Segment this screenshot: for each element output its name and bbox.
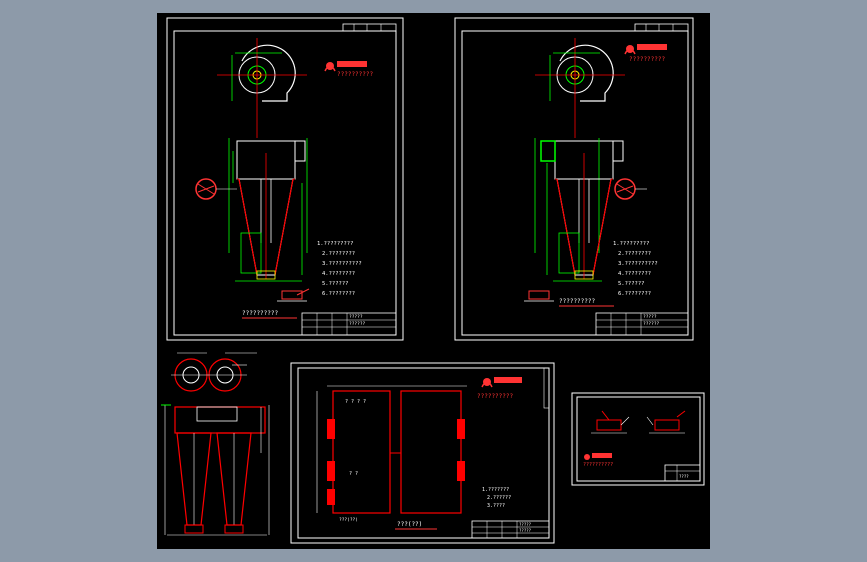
cyclone-elevation — [228, 138, 308, 282]
detail-view-right — [646, 410, 686, 434]
svg-text:6.????????: 6.???????? — [618, 291, 651, 297]
svg-text:2.??????: 2.?????? — [487, 495, 511, 501]
company-logo: ?????????? — [477, 377, 522, 400]
detail-view-left — [591, 410, 630, 434]
drawing-sheet-5[interactable]: ?????????? ???? — [571, 392, 705, 486]
svg-text:1.?????????: 1.????????? — [613, 241, 649, 247]
svg-text:?????: ????? — [643, 314, 657, 320]
panel-left: ? ? ? ? ? ? — [327, 390, 391, 514]
svg-text:????: ???? — [679, 474, 689, 479]
drawing-sheet-4[interactable]: ? ? ? ? ? ? ?????????? 1.??????? 2.?????… — [290, 362, 555, 544]
logo-caption: ?????????? — [337, 71, 374, 78]
technical-notes: 1.??????? 2.?????? 3.???? — [482, 487, 511, 509]
title-block: ????? ????? — [471, 520, 550, 539]
svg-text:??????: ?????? — [643, 321, 660, 327]
svg-text:3.??????????: 3.?????????? — [322, 261, 362, 267]
svg-text:2.????????: 2.???????? — [618, 251, 651, 257]
sheet-4-title: ???(??) — [397, 521, 422, 528]
technical-notes: 1.????????? 2.???????? 3.?????????? 4.??… — [613, 241, 658, 297]
panel-label-top: ? ? ? ? — [345, 399, 366, 405]
base-detail — [524, 290, 554, 302]
fan-volute-plan — [217, 38, 307, 138]
logo-caption: ?????????? — [583, 462, 613, 468]
svg-text:1.?????????: 1.????????? — [317, 241, 353, 247]
panel-label-mid: ? ? — [349, 471, 358, 477]
svg-text:5.??????: 5.?????? — [322, 281, 349, 287]
panel-right — [400, 390, 465, 514]
twin-volute-plan — [171, 352, 257, 392]
company-logo: ?????????? — [324, 61, 374, 78]
svg-text:2.????????: 2.???????? — [322, 251, 355, 257]
svg-text:4.????????: 4.???????? — [618, 271, 651, 277]
cad-drawing-canvas[interactable]: ?????????? — [157, 13, 710, 549]
svg-text:3.????: 3.???? — [487, 503, 505, 509]
svg-text:?????: ????? — [349, 314, 363, 320]
base-detail — [277, 288, 310, 302]
detail-callout — [614, 178, 647, 200]
drawing-sheet-2[interactable]: ?????????? 1.????????? — [454, 17, 694, 341]
logo-caption: ?????????? — [477, 393, 514, 400]
sheet-2-title: ?????????? — [559, 298, 596, 305]
sheet-4-sub: ???(??) — [339, 517, 358, 523]
svg-text:6.????????: 6.???????? — [322, 291, 355, 297]
svg-text:3.??????????: 3.?????????? — [618, 261, 658, 267]
svg-text:?????: ????? — [519, 522, 532, 527]
svg-text:1.???????: 1.??????? — [482, 487, 509, 493]
svg-text:5.??????: 5.?????? — [618, 281, 645, 287]
svg-text:4.????????: 4.???????? — [322, 271, 355, 277]
technical-notes: 1.????????? 2.???????? 3.?????????? 4.??… — [317, 241, 362, 297]
drawing-sheet-1[interactable]: ?????????? — [166, 17, 404, 341]
title-block: ????? ?????? — [301, 312, 397, 336]
twin-cyclone-elevation — [161, 404, 270, 536]
detail-callout — [195, 178, 237, 200]
company-logo: ?????????? — [583, 453, 613, 468]
logo-caption: ?????????? — [629, 56, 666, 63]
drawing-sheet-3-double-cyclone[interactable] — [161, 352, 270, 536]
company-logo: ?????????? — [624, 44, 667, 63]
fan-volute-plan — [535, 38, 625, 138]
svg-text:?????: ????? — [519, 528, 532, 533]
cyclone-elevation — [534, 138, 624, 282]
svg-text:??????: ?????? — [349, 321, 366, 327]
title-block: ???? — [664, 464, 701, 482]
title-block: ????? ?????? — [595, 312, 689, 336]
sheet-1-title: ?????????? — [242, 310, 279, 317]
